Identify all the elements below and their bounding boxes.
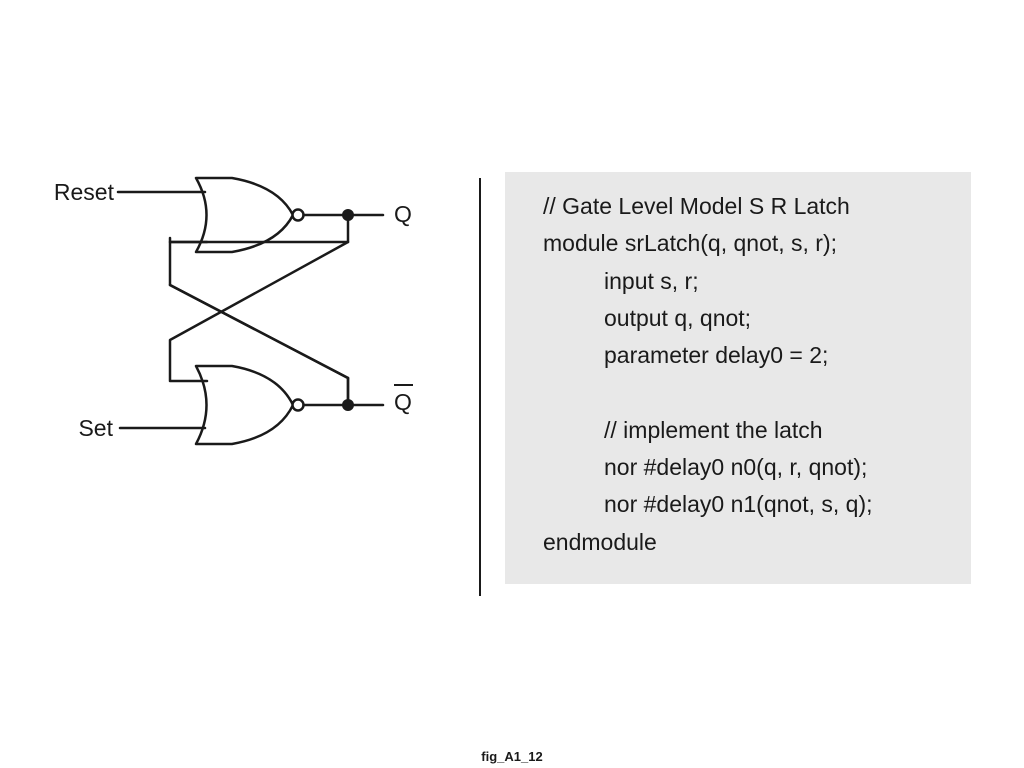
vertical-divider xyxy=(479,178,481,596)
top-gate-feedback-input xyxy=(168,236,209,244)
verilog-code-panel: // Gate Level Model S R Latch module srLa… xyxy=(505,172,971,584)
top-inversion-bubble xyxy=(291,208,305,222)
cross-wire-return xyxy=(168,240,350,383)
code-line xyxy=(543,374,971,411)
set-label: Set xyxy=(78,415,113,441)
top-nor-gate xyxy=(194,176,295,254)
reset-label: Reset xyxy=(54,179,115,205)
code-line: // implement the latch xyxy=(604,416,823,443)
qbar-label: Q xyxy=(394,389,412,415)
qbar-junction-dot xyxy=(342,399,354,411)
code-line: output q, qnot; xyxy=(604,304,752,331)
q-label: Q xyxy=(394,201,412,227)
code-line: // Gate Level Model S R Latch xyxy=(543,193,850,219)
cross-wire xyxy=(168,283,350,380)
code-line: nor #delay0 n0(q, r, qnot); xyxy=(604,454,868,481)
bottom-inversion-bubble xyxy=(291,398,305,412)
code-line: input s, r; xyxy=(604,267,699,294)
code-line: nor #delay0 n1(qnot, s, q); xyxy=(604,491,873,518)
bottom-nor-gate xyxy=(194,364,295,446)
code-line: parameter delay0 = 2; xyxy=(604,342,829,369)
code-line: endmodule xyxy=(543,528,657,555)
code-line: module srLatch(q, qnot, s, r); xyxy=(543,230,838,257)
figure-caption: fig_A1_12 xyxy=(481,749,543,764)
q-junction-dot xyxy=(342,209,354,221)
